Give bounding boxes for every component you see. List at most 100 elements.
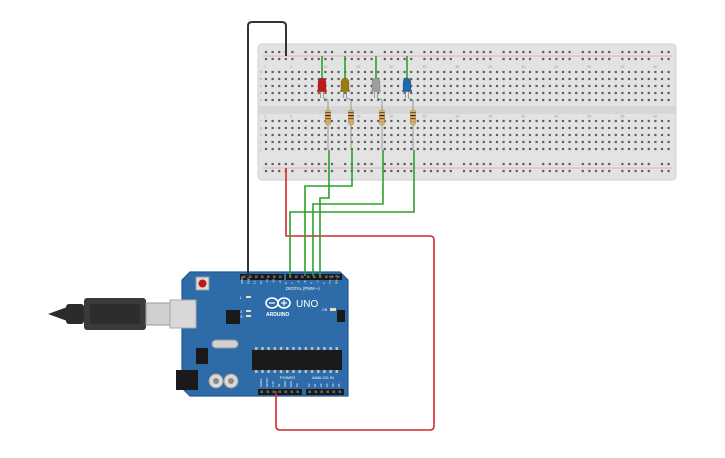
breadboard-hole <box>363 91 367 95</box>
breadboard-hole <box>297 140 301 144</box>
pin-label: ~10 <box>272 279 276 284</box>
breadboard-hole <box>377 126 380 130</box>
row-letter: e <box>260 98 262 102</box>
breadboard-hole <box>515 169 518 173</box>
resistor[interactable] <box>323 97 331 150</box>
breadboard-hole <box>515 50 518 54</box>
breadboard-hole <box>357 119 360 123</box>
breadboard-hole <box>324 162 327 166</box>
breadboard-hole <box>436 119 439 123</box>
led-red[interactable] <box>317 77 327 98</box>
breadboard-hole <box>476 147 479 151</box>
breadboard-hole <box>363 84 367 88</box>
breadboard-hole <box>548 133 551 137</box>
breadboard-hole <box>271 162 274 166</box>
breadboard-hole <box>522 70 525 74</box>
breadboard-hole <box>396 57 400 61</box>
breadboard-hole <box>621 119 624 123</box>
breadboard-hole <box>390 84 393 88</box>
breadboard-hole <box>555 84 558 88</box>
breadboard-hole <box>548 169 551 173</box>
breadboard-hole <box>390 147 393 151</box>
breadboard-hole <box>542 50 545 54</box>
breadboard-hole <box>502 126 505 130</box>
led-yellow[interactable] <box>340 77 350 98</box>
breadboard-hole <box>641 84 644 88</box>
breadboard-hole <box>588 77 591 81</box>
breadboard-hole <box>469 50 472 54</box>
breadboard-hole <box>608 147 611 151</box>
breadboard-hole <box>634 50 637 54</box>
breadboard-hole <box>621 126 624 130</box>
breadboard-hole <box>278 91 281 95</box>
breadboard-hole <box>278 140 281 144</box>
breadboard-hole <box>581 169 584 173</box>
breadboard-hole <box>311 77 314 81</box>
breadboard-hole <box>660 119 664 123</box>
breadboard-hole <box>416 91 419 95</box>
breadboard-hole <box>456 98 459 102</box>
breadboard-hole <box>654 147 657 151</box>
breadboard: 1155101015152020252530303535404045455050… <box>257 43 677 181</box>
breadboard-hole <box>390 77 393 81</box>
breadboard-hole <box>581 50 584 54</box>
breadboard-hole <box>330 126 334 130</box>
breadboard-hole <box>634 84 637 88</box>
breadboard-hole <box>528 140 532 144</box>
atmega-chip <box>252 350 342 370</box>
resistor[interactable] <box>377 97 385 150</box>
breadboard-hole <box>654 91 657 95</box>
breadboard-hole <box>337 70 340 74</box>
breadboard-hole <box>264 169 268 173</box>
breadboard-hole <box>495 140 499 144</box>
breadboard-hole <box>330 91 334 95</box>
wire-led-white-signal[interactable] <box>312 150 384 276</box>
column-number-top: 60 <box>653 65 657 69</box>
breadboard-hole <box>370 57 373 61</box>
breadboard-hole <box>608 140 611 144</box>
breadboard-hole <box>383 126 386 130</box>
breadboard-hole <box>588 91 591 95</box>
breadboard-hole <box>660 169 664 173</box>
breadboard-hole <box>667 119 670 123</box>
breadboard-hole <box>502 147 505 151</box>
breadboard-hole <box>594 77 598 81</box>
breadboard-hole <box>317 140 320 144</box>
breadboard-hole <box>449 50 452 54</box>
wire-led-yellow-signal[interactable] <box>304 150 353 276</box>
resistor[interactable] <box>408 97 416 150</box>
on-label: ON <box>322 308 328 312</box>
led-resistor-group[interactable] <box>317 77 416 150</box>
reset-button[interactable] <box>198 279 207 288</box>
wires[interactable] <box>247 21 435 431</box>
wire-led-red-signal[interactable] <box>319 150 330 276</box>
breadboard-hole <box>291 119 294 123</box>
breadboard-hole <box>469 98 472 102</box>
breadboard-hole <box>476 91 479 95</box>
breadboard-hole <box>634 126 637 130</box>
usb-cable[interactable] <box>48 298 181 330</box>
breadboard-hole <box>601 57 604 61</box>
led-blue[interactable] <box>402 77 412 98</box>
breadboard-hole <box>324 140 327 144</box>
breadboard-hole <box>594 140 598 144</box>
breadboard-hole <box>542 98 545 102</box>
wire-led-blue-signal[interactable] <box>289 150 415 276</box>
breadboard-hole <box>350 91 353 95</box>
wire-gnd-black[interactable] <box>247 21 287 276</box>
breadboard-hole <box>344 169 347 173</box>
column-number-top: 30 <box>455 65 459 69</box>
wire-5v-red[interactable] <box>275 168 435 431</box>
resistor[interactable] <box>346 97 354 150</box>
breadboard-hole <box>429 162 433 166</box>
breadboard-hole <box>396 162 400 166</box>
breadboard-hole <box>449 98 452 102</box>
breadboard-hole <box>469 70 472 74</box>
breadboard-hole <box>568 162 571 166</box>
breadboard-hole <box>654 70 657 74</box>
led-white[interactable] <box>371 77 381 98</box>
breadboard-hole <box>654 126 657 130</box>
